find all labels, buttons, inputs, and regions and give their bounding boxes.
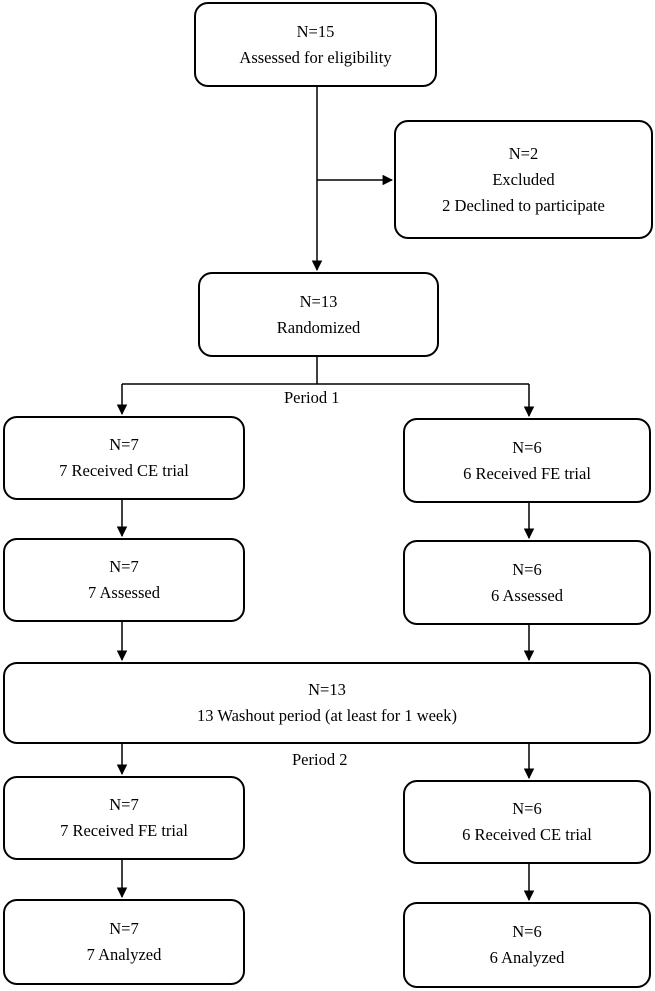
- excluded-detail: 2 Declined to participate: [442, 195, 605, 215]
- randomized-box: N=13 Randomized: [198, 272, 439, 357]
- p1-left-label: 7 Received CE trial: [59, 461, 189, 480]
- washout-count: N=13: [308, 680, 346, 699]
- p2-left-box: N=7 7 Received FE trial: [3, 776, 245, 860]
- assessed-box: N=15 Assessed for eligibility: [194, 2, 437, 87]
- period1-label: Period 1: [284, 388, 340, 407]
- randomized-count: N=13: [299, 291, 338, 311]
- excluded-box: N=2 Excluded 2 Declined to participate: [394, 120, 653, 239]
- p1-right-assessed-label: 6 Assessed: [491, 585, 563, 605]
- randomized-label: Randomized: [276, 317, 361, 337]
- p2-right-label: 6 Received CE trial: [462, 825, 592, 844]
- period2-label: Period 2: [292, 750, 348, 769]
- p1-right-label: 6 Received FE trial: [463, 463, 591, 483]
- p2-left-analyzed-box: N=7 7 Analyzed: [3, 899, 245, 985]
- p1-left-count: N=7: [109, 435, 139, 454]
- p2-right-count: N=6: [512, 799, 542, 818]
- washout-box: N=13 13 Washout period (at least for 1 w…: [3, 662, 651, 744]
- washout-label: 13 Washout period (at least for 1 week): [197, 706, 457, 725]
- p1-right-assessed-box: N=6 6 Assessed: [403, 540, 651, 625]
- p2-right-analyzed-box: N=6 6 Analyzed: [403, 902, 651, 988]
- assessed-label: Assessed for eligibility: [239, 47, 392, 67]
- p1-left-assessed-label: 7 Assessed: [88, 583, 160, 602]
- p1-left-assessed-box: N=7 7 Assessed: [3, 538, 245, 622]
- p1-right-assessed-count: N=6: [512, 559, 542, 579]
- p2-right-box: N=6 6 Received CE trial: [403, 780, 651, 864]
- excluded-count: N=2: [508, 143, 539, 163]
- p1-right-box: N=6 6 Received FE trial: [403, 418, 651, 503]
- p1-left-assessed-count: N=7: [109, 557, 139, 576]
- assessed-count: N=15: [296, 21, 335, 41]
- p2-right-analyzed-count: N=6: [512, 922, 542, 941]
- p2-left-label: 7 Received FE trial: [60, 821, 188, 840]
- p1-right-count: N=6: [512, 437, 542, 457]
- p2-left-count: N=7: [109, 795, 139, 814]
- p2-left-analyzed-count: N=7: [109, 919, 139, 938]
- p2-right-analyzed-label: 6 Analyzed: [489, 948, 565, 967]
- p2-left-analyzed-label: 7 Analyzed: [86, 945, 162, 964]
- p1-left-box: N=7 7 Received CE trial: [3, 416, 245, 500]
- excluded-label: Excluded: [492, 169, 555, 189]
